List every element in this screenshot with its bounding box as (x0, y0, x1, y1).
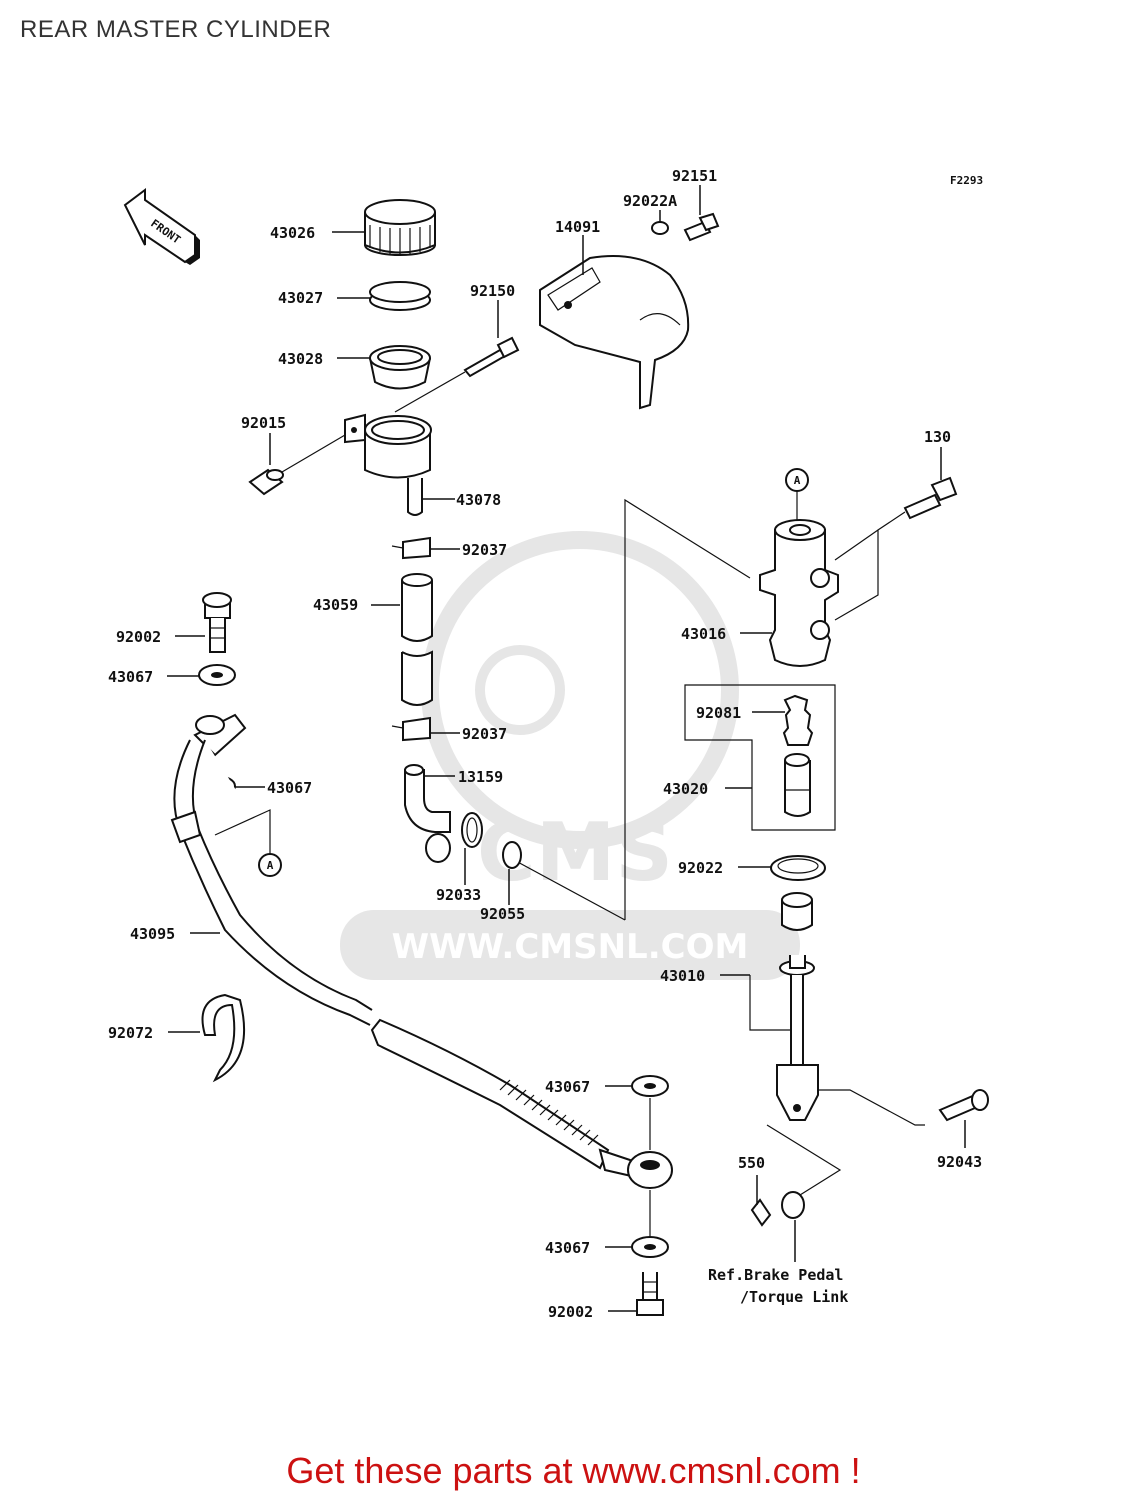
part-label-43067-a: 43067 (108, 668, 153, 686)
part-label-43028: 43028 (278, 350, 323, 368)
piston (784, 753, 811, 817)
part-label-92033: 92033 (436, 886, 481, 904)
part-label-92022A: 92022A (623, 192, 677, 210)
part-label-43067-d: 43067 (545, 1239, 590, 1257)
cotter-pin-550 (750, 1198, 772, 1227)
part-label-92081: 92081 (696, 704, 741, 722)
footer-link[interactable]: Get these parts at www.cmsnl.com ! (286, 1450, 861, 1491)
part-label-43095: 43095 (130, 925, 175, 943)
washer-pedal (781, 1191, 805, 1219)
part-label-92150: 92150 (470, 282, 515, 300)
part-label-43020: 43020 (663, 780, 708, 798)
bolt-130 (903, 476, 958, 520)
part-label-92151: 92151 (672, 167, 717, 185)
circlip-92022 (770, 855, 826, 881)
ref-marker-a-label: A (794, 474, 801, 487)
part-label-43067-b: 43067 (267, 779, 312, 797)
dust-boot (782, 694, 814, 746)
banjo-bolt-top (202, 592, 232, 653)
brake-hose (170, 739, 610, 1170)
clevis-pin-92043 (938, 1089, 989, 1122)
part-label-92015: 92015 (241, 414, 286, 432)
part-label-14091: 14091 (555, 218, 600, 236)
part-label-130: 130 (924, 428, 951, 446)
front-arrow-icon: FRONT (123, 188, 200, 265)
ref-note-line-2: /Torque Link (740, 1288, 848, 1306)
part-label-92055: 92055 (480, 905, 525, 923)
part-label-92002-b: 92002 (548, 1303, 593, 1321)
part-label-92037-b: 92037 (462, 725, 507, 743)
ref-marker-a-hose: A (258, 853, 282, 877)
washer-43067-c (631, 1075, 669, 1097)
elbow-13159 (404, 764, 451, 863)
part-label-43078: 43078 (456, 491, 501, 509)
washer-92022A (651, 221, 669, 235)
part-label-43059: 43059 (313, 596, 358, 614)
ref-marker-a-top: A (785, 468, 809, 492)
reservoir-cap (364, 199, 436, 256)
part-label-92002-a: 92002 (116, 628, 161, 646)
hose-clamp-92037-b (391, 716, 431, 742)
hose-clamp-92037-a (391, 536, 431, 560)
diaphragm-plate (369, 281, 431, 311)
part-label-92072: 92072 (108, 1024, 153, 1042)
diaphragm (369, 345, 431, 390)
part-label-92043: 92043 (937, 1153, 982, 1171)
bolt-92150 (463, 336, 520, 378)
part-label-43067-c: 43067 (545, 1078, 590, 1096)
reservoir-body (344, 413, 432, 516)
banjo-bolt-bottom (636, 1272, 664, 1316)
leader-lines (167, 185, 966, 1312)
ref-marker-a-hose-label: A (267, 859, 274, 872)
part-label-43026: 43026 (270, 224, 315, 242)
page-title: REAR MASTER CYLINDER (20, 16, 332, 43)
circlip-92033 (461, 812, 483, 848)
figure-code: F2293 (950, 174, 983, 187)
part-label-92022: 92022 (678, 859, 723, 877)
part-label-43010: 43010 (660, 967, 705, 985)
part-label-92037-a: 92037 (462, 541, 507, 559)
banjo-fitting-bottom (598, 1148, 673, 1189)
o-ring-92055 (502, 841, 522, 869)
bolt-92151 (683, 212, 720, 242)
watermark-url: WWW.CMSNL.COM (392, 927, 749, 967)
part-label-550: 550 (738, 1154, 765, 1172)
part-label-43016: 43016 (681, 625, 726, 643)
bolt-92015 (248, 468, 284, 496)
ref-note-line-1: Ref.Brake Pedal (708, 1266, 843, 1284)
washer-43067-a (198, 664, 236, 686)
part-label-43027: 43027 (278, 289, 323, 307)
reservoir-guard (539, 255, 690, 410)
part-labels: 43026 43027 43028 92015 92150 14091 9202… (108, 167, 982, 1321)
part-label-13159: 13159 (458, 768, 503, 786)
washer-43067-d (631, 1236, 669, 1258)
reservoir-hose-43059 (401, 573, 433, 706)
push-rod (776, 892, 819, 1121)
master-cylinder-body (759, 519, 839, 667)
ref-note: Ref.Brake Pedal /Torque Link (708, 1266, 848, 1306)
hose-clamp-92072 (201, 993, 246, 1083)
